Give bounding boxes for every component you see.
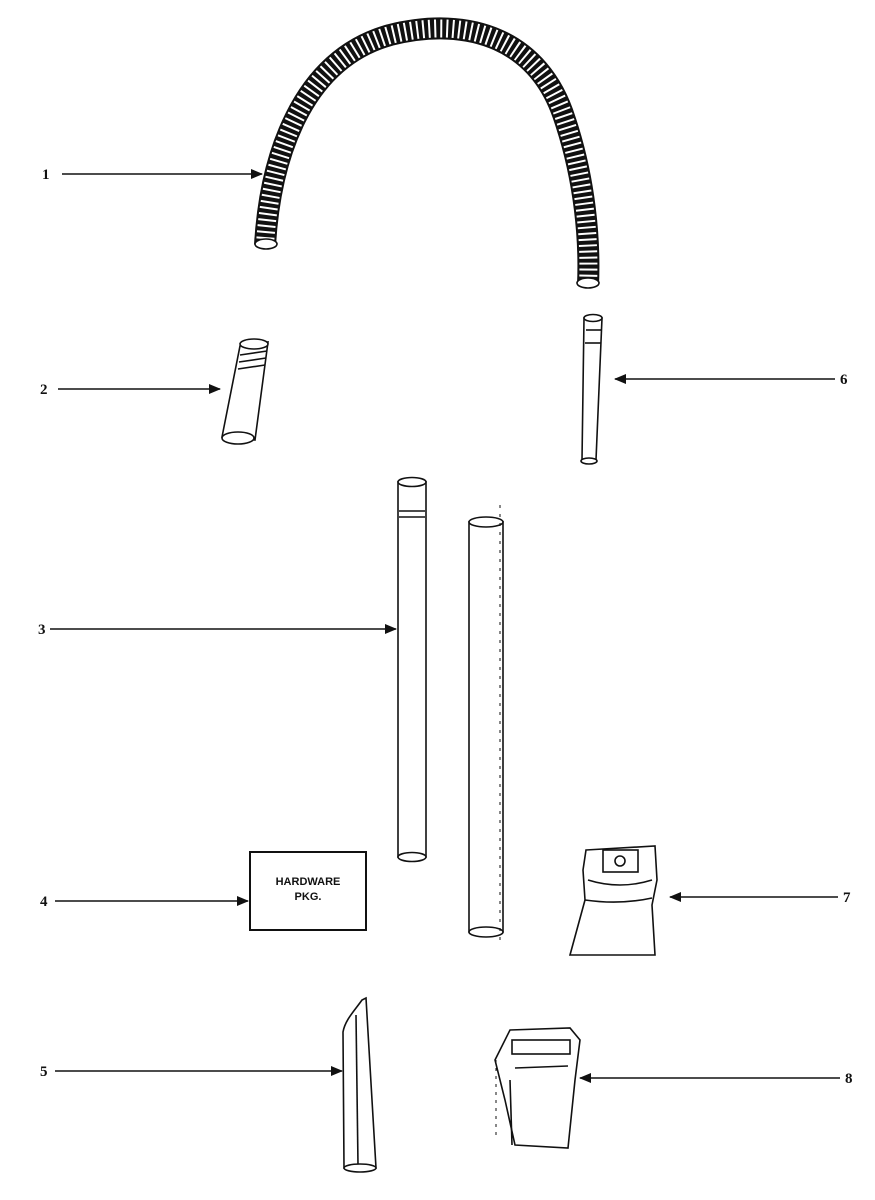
callout-2: 2	[40, 382, 48, 398]
hose-end-wand-part	[580, 313, 603, 465]
bag-holder-part	[494, 1027, 581, 1149]
dust-bag-part	[568, 845, 658, 956]
crevice-tool-part	[342, 996, 377, 1173]
callout-4: 4	[40, 894, 48, 910]
callout-7: 7	[843, 890, 851, 906]
extension-wand-part	[397, 476, 427, 863]
callout-6: 6	[840, 372, 848, 388]
hardware-package-label-line1: HARDWARE	[276, 876, 341, 888]
hardware-package-label-line2: PKG.	[295, 891, 322, 903]
extension-wand-second-part	[468, 505, 504, 945]
hose-part	[254, 17, 600, 289]
callout-1: 1	[42, 167, 50, 183]
hardware-package-part	[249, 851, 367, 931]
callout-3: 3	[38, 622, 46, 638]
callout-5: 5	[40, 1064, 48, 1080]
callout-8: 8	[845, 1071, 853, 1087]
hose-adapter-part	[221, 338, 269, 445]
